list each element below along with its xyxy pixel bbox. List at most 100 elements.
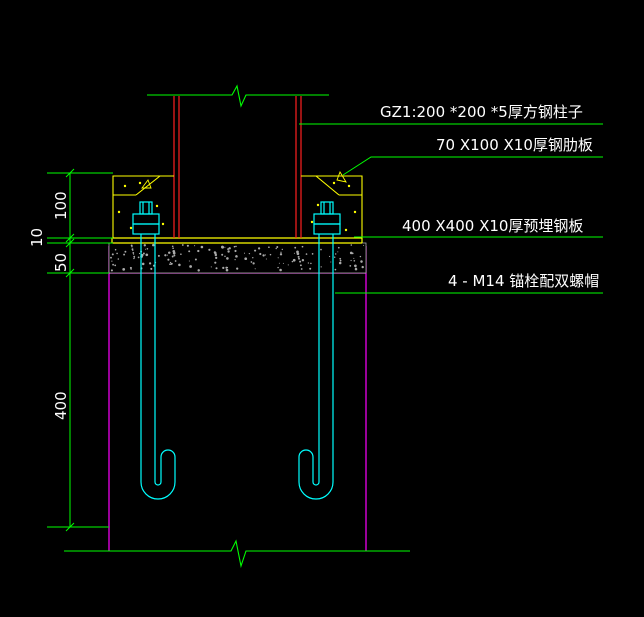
grout-speck — [354, 264, 357, 268]
grout-speck — [305, 253, 308, 255]
grout-speck — [110, 256, 112, 259]
grout-speck — [268, 246, 270, 249]
grout-speck — [294, 246, 297, 249]
grout-speck — [117, 258, 120, 260]
grout-speck — [222, 266, 225, 270]
grout-speck — [145, 248, 147, 250]
grout-speck — [194, 258, 197, 261]
grout-speck — [225, 268, 229, 272]
grout-speck — [197, 269, 200, 272]
grout-speck — [353, 257, 355, 259]
grout-speck — [168, 251, 170, 254]
grout-speck — [259, 252, 262, 256]
foundation-break-line — [64, 539, 410, 569]
grout-speck — [292, 258, 296, 262]
grout-speck — [279, 253, 283, 256]
grout-speck — [350, 259, 352, 262]
grout-speck — [178, 263, 181, 267]
grout-speck — [170, 262, 173, 265]
grout-speck — [150, 267, 153, 270]
grout-speck — [337, 251, 339, 253]
grout-speck — [124, 250, 127, 253]
grout-speck — [252, 257, 254, 259]
grout-speck — [244, 257, 248, 261]
grout-speck — [133, 257, 135, 259]
grout-speck — [228, 247, 231, 250]
grout-speck — [189, 265, 192, 268]
grout-speck — [311, 253, 314, 255]
grout-speck — [111, 260, 113, 262]
grout-speck — [188, 260, 190, 262]
grout-speck — [130, 268, 132, 270]
grout-speck — [131, 248, 134, 251]
grout-speck — [320, 266, 322, 268]
grout-speck — [248, 252, 251, 255]
grout-speck — [152, 243, 155, 247]
grout-speck — [208, 248, 211, 251]
grout-speck — [301, 245, 304, 248]
grout-speck — [210, 266, 212, 268]
grout-speck — [166, 254, 169, 256]
grout-speck — [339, 257, 342, 260]
grout-speck — [330, 261, 332, 263]
grout-speck — [333, 256, 336, 258]
grout-speck — [361, 265, 364, 269]
grout-speck — [116, 252, 118, 255]
grout-layer — [108, 242, 367, 274]
grout-speck — [214, 251, 217, 255]
grout-speck — [226, 266, 229, 269]
grout-speck — [224, 255, 226, 258]
rib-plates — [112, 175, 363, 238]
grout-speck — [353, 260, 356, 262]
grout-speck — [329, 255, 331, 258]
grout-speck — [122, 268, 126, 271]
grout-speck — [309, 267, 312, 270]
grout-speck — [334, 268, 337, 271]
grout-speck — [112, 263, 115, 266]
grout-speck — [133, 253, 135, 255]
grout-speck — [172, 251, 176, 255]
grout-speck — [137, 256, 140, 259]
grout-speck — [233, 245, 236, 248]
grout-speck — [141, 262, 145, 266]
grout-speck — [129, 266, 132, 269]
grout-speck — [114, 264, 117, 267]
grout-speck — [110, 269, 113, 272]
embed-plate — [111, 237, 363, 244]
grout-speck — [221, 245, 224, 249]
grout-speck — [172, 247, 174, 249]
grout-speck — [296, 252, 300, 256]
grout-speck — [197, 249, 200, 253]
grout-speck — [279, 268, 282, 272]
grout-speck — [278, 262, 280, 264]
grout-speck — [300, 268, 303, 270]
grout-speck — [257, 247, 261, 250]
anchor-bolt-right — [298, 201, 341, 500]
label-anchor: 4 - M14 锚栓配双螺帽 — [448, 272, 599, 290]
grout-speck — [298, 257, 300, 260]
grout-speck — [359, 255, 362, 258]
grout-speck — [234, 259, 236, 261]
grout-speck — [265, 258, 267, 260]
label-embed-plate: 400 X400 X10厚预埋钢板 — [402, 217, 583, 235]
grout-speck — [234, 249, 237, 253]
grout-speck — [142, 252, 145, 255]
grout-speck — [281, 248, 283, 251]
grout-speck — [141, 253, 144, 257]
grout-speck — [280, 251, 282, 253]
grout-speck — [215, 267, 218, 270]
grout-speck — [215, 256, 218, 260]
grout-speck — [235, 245, 237, 248]
grout-speck — [235, 255, 238, 258]
grout-speck — [227, 250, 230, 253]
grout-speck — [277, 266, 279, 269]
grout-speck — [132, 249, 134, 252]
grout-speck — [307, 262, 310, 264]
grout-speck — [146, 248, 149, 250]
grout-speck — [226, 257, 229, 260]
grout-speck — [350, 244, 353, 246]
dim-10: 10 — [28, 228, 46, 247]
grout-speck — [200, 245, 204, 249]
